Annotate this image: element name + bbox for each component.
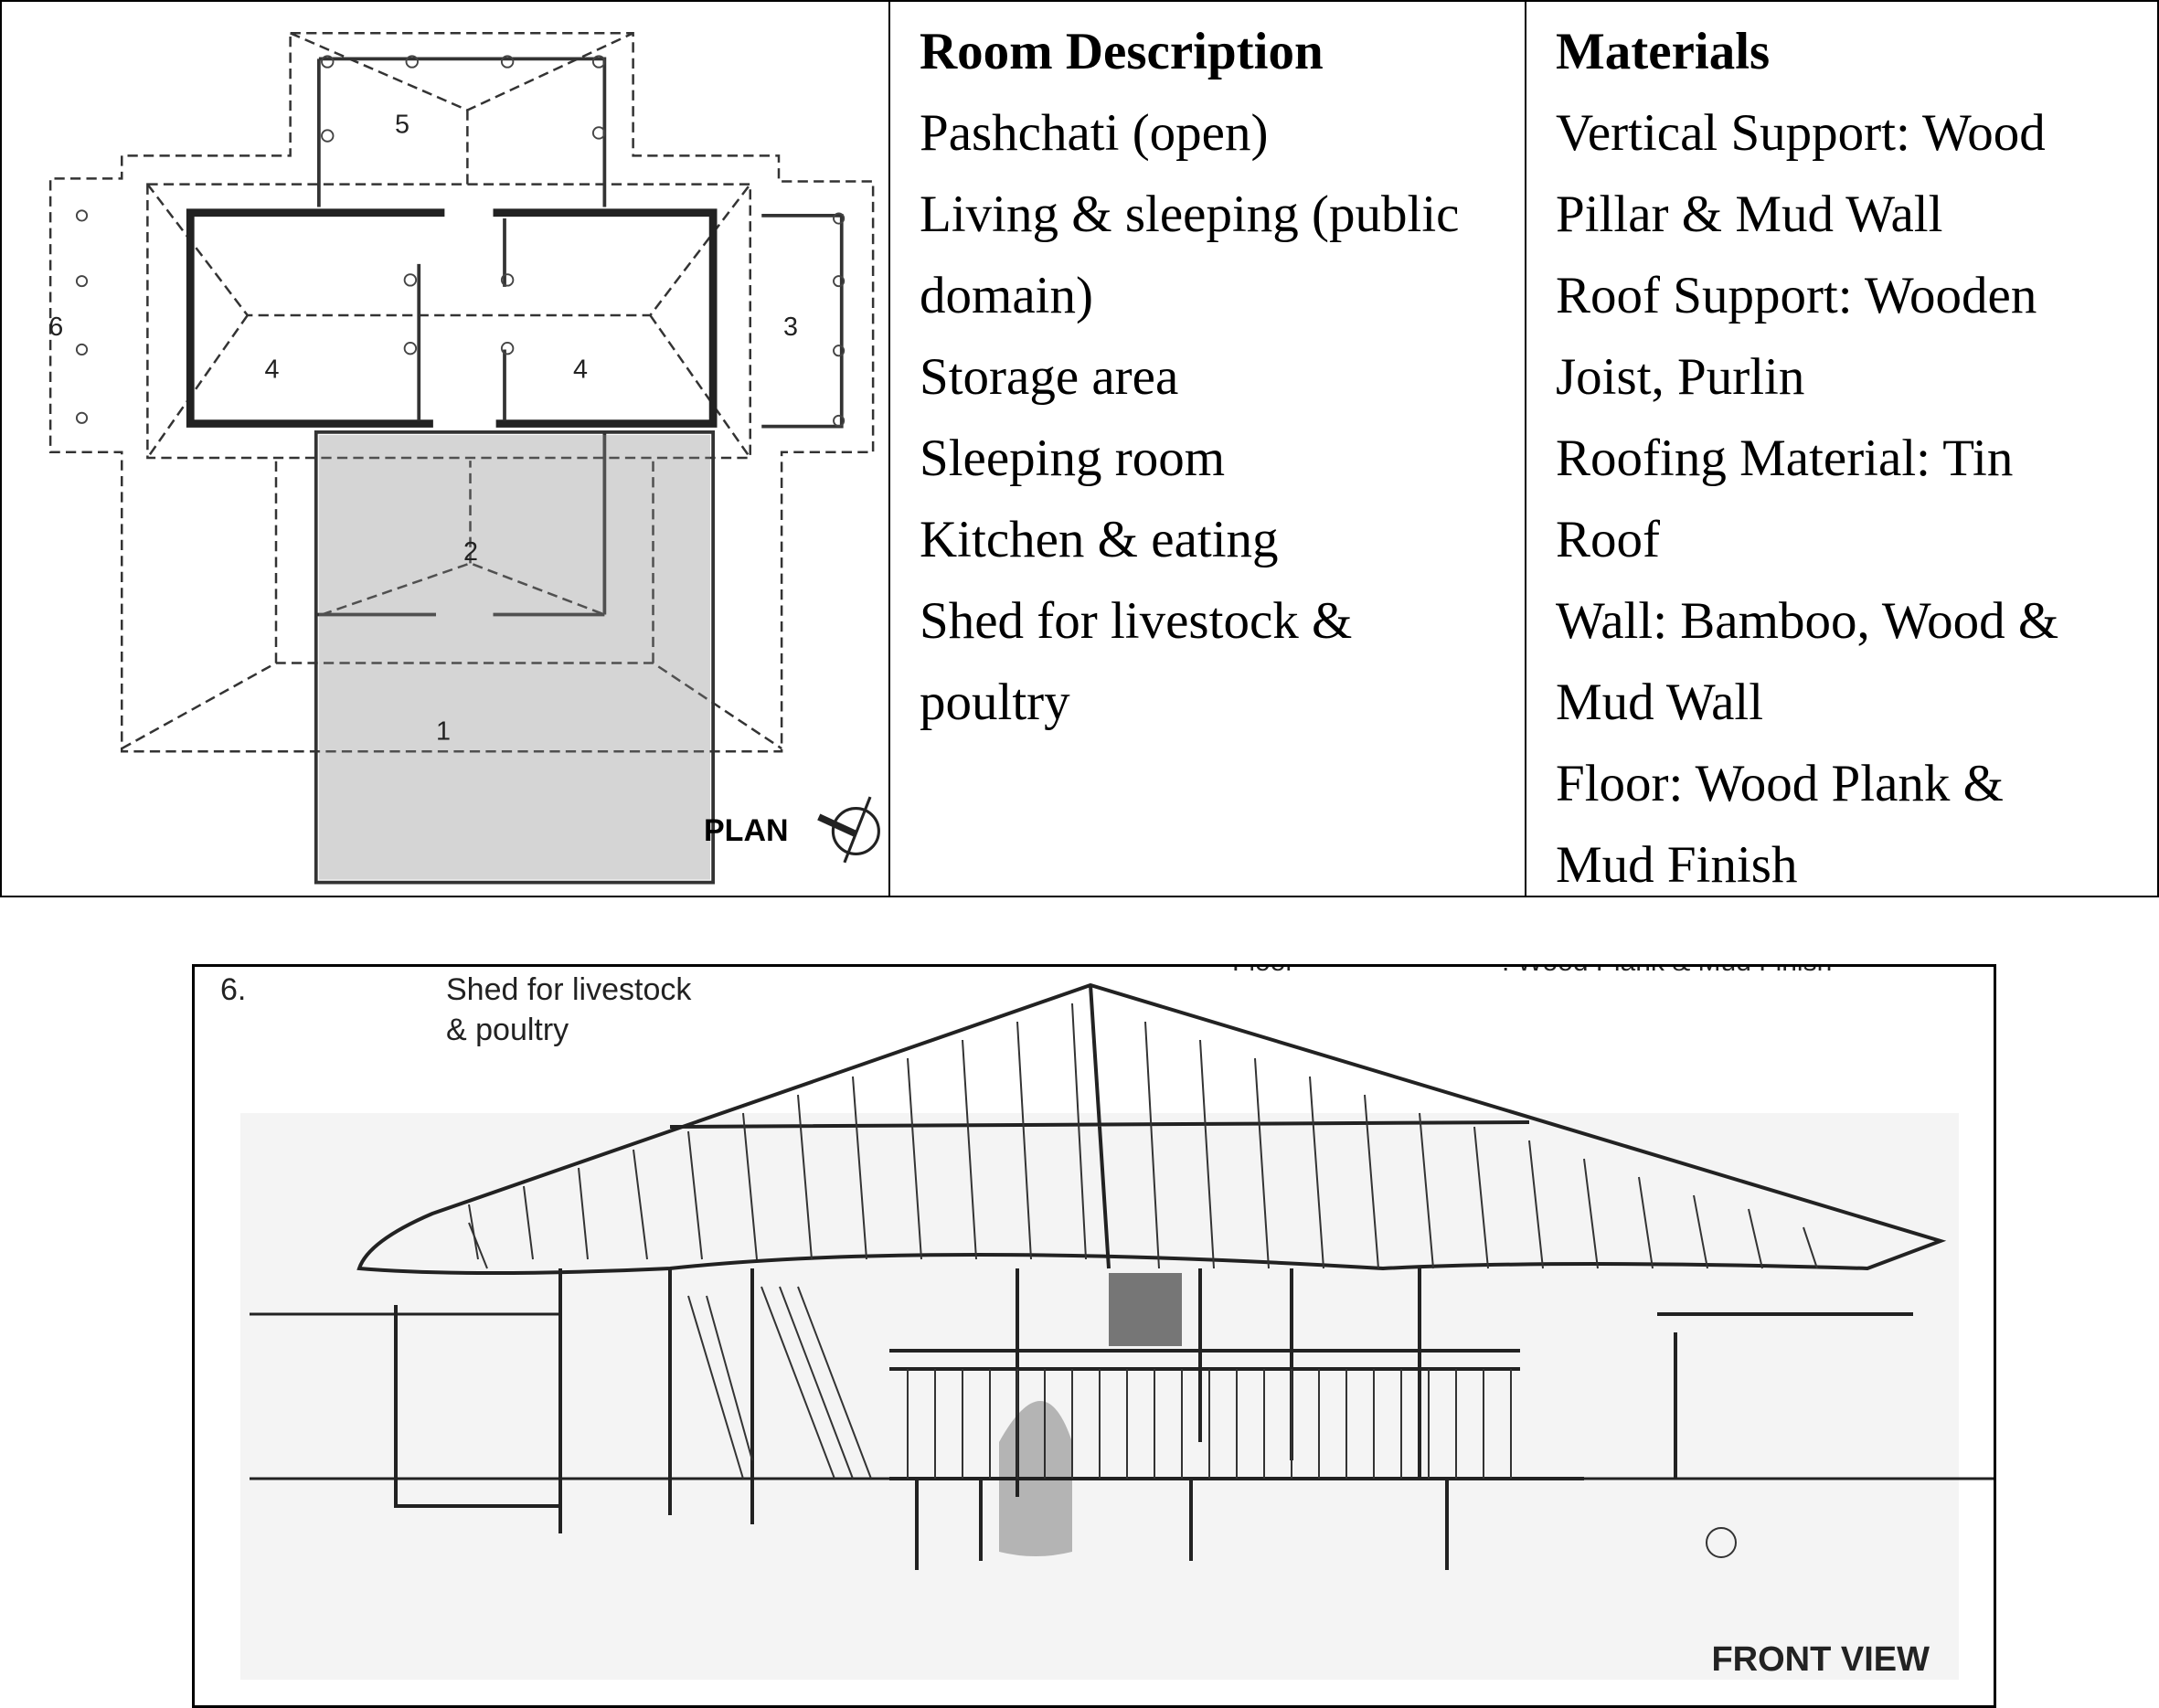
material-line: Floor: Wood Plank & — [1556, 755, 2004, 812]
floor-plan-drawing: 1 2 3 4 4 5 6 — [48, 32, 880, 885]
front-view-label: FRONT VIEW — [1711, 1640, 1930, 1679]
materials-header: Materials — [1556, 23, 1771, 80]
materials-cell: Materials Vertical Support: Wood Pillar … — [1525, 2, 2159, 896]
room-line: Sleeping room — [920, 430, 1226, 487]
plan-label: PLAN — [704, 813, 789, 848]
room-line: poultry — [920, 674, 1070, 731]
front-view-figure: 6. Shed for livestock & poultry Floor : … — [192, 964, 1996, 1708]
room-number-5: 5 — [395, 110, 409, 139]
material-line: Mud Finish — [1556, 836, 1798, 894]
front-view-cut-text-left: Floor — [1232, 967, 1294, 978]
material-line: Wall: Bamboo, Wood & — [1556, 592, 2059, 650]
front-view-number: 6. — [220, 972, 247, 1007]
front-view-shed-label-2: & poultry — [446, 1013, 569, 1047]
material-line: Joist, Purlin — [1556, 348, 1805, 406]
front-view-sketch — [240, 982, 1994, 1680]
room-number-6: 6 — [48, 313, 63, 342]
house-info-table: 1 2 3 4 4 5 6 PLAN Room Description Pash… — [0, 0, 2159, 897]
room-line: Kitchen & eating — [920, 511, 1279, 568]
room-number-4a: 4 — [265, 355, 280, 385]
material-line: Mud Wall — [1556, 674, 1764, 731]
room-line: Shed for livestock & — [920, 592, 1353, 650]
material-line: Vertical Support: Wood — [1556, 104, 2046, 162]
room-line: Storage area — [920, 348, 1179, 406]
room-line: domain) — [920, 267, 1093, 324]
room-line: Pashchati (open) — [920, 104, 1269, 162]
plan-cell: 1 2 3 4 4 5 6 PLAN — [2, 2, 888, 896]
material-line: Pillar & Mud Wall — [1556, 186, 1943, 243]
material-line: Roof Support: Wooden — [1556, 267, 2037, 324]
room-number-2: 2 — [463, 537, 478, 567]
room-number-1: 1 — [436, 717, 451, 747]
room-description-header: Room Description — [920, 23, 1324, 80]
material-line: Roofing Material: Tin — [1556, 430, 2014, 487]
room-number-3: 3 — [783, 313, 798, 342]
room-number-4b: 4 — [573, 355, 588, 385]
room-description-cell: Room Description Pashchati (open) Living… — [888, 2, 1526, 896]
front-view-cut-text-right: : Wood Plank & Mud Finish — [1502, 967, 1832, 978]
material-line: Roof — [1556, 511, 1660, 568]
north-arrow-icon — [817, 796, 880, 864]
front-view-shed-label-1: Shed for livestock — [446, 972, 692, 1007]
room-line: Living & sleeping (public — [920, 186, 1460, 243]
